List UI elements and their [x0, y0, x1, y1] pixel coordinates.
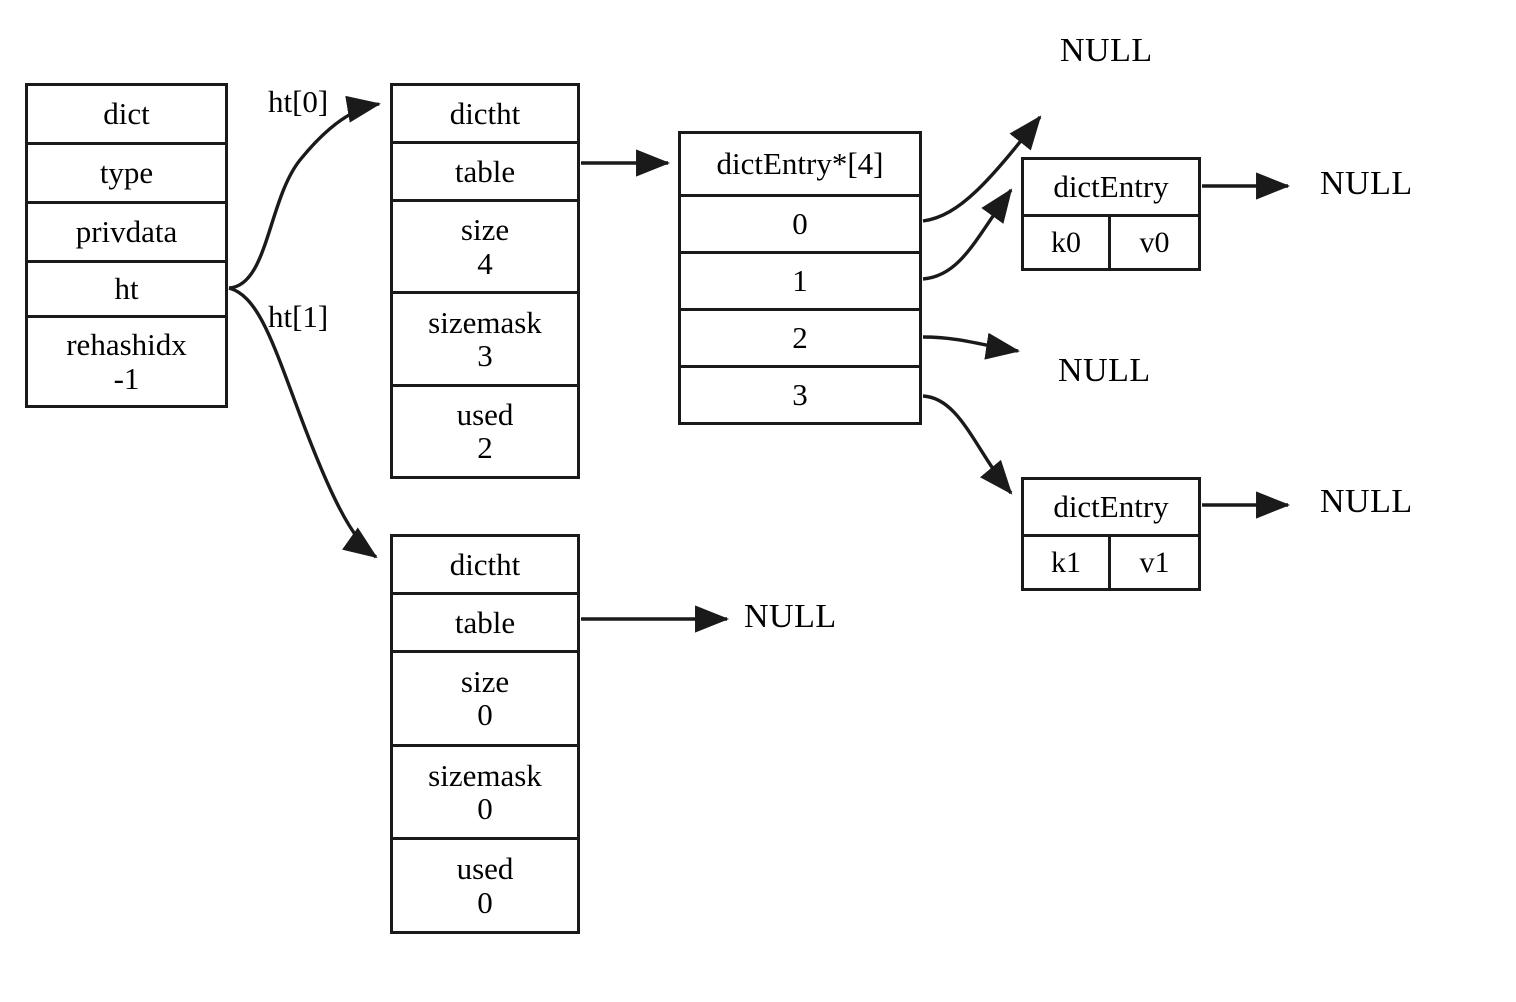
- dict-entry-0-header: dictEntry: [1024, 160, 1198, 217]
- dictht1-field-used: used 0: [393, 840, 577, 931]
- edge-ht0: [228, 95, 382, 290]
- dict-entry-1-kv-row: k1 v1: [1024, 537, 1198, 588]
- dictht0-field-sizemask: sizemask 3: [393, 294, 577, 387]
- dict-entry-1-value: v1: [1139, 545, 1170, 579]
- dictht0-field-used: used 2: [393, 387, 577, 476]
- null-label-dictht1-table: NULL: [744, 598, 837, 635]
- dict-entry-0-box: dictEntry k0 v0: [1021, 157, 1201, 271]
- edge-label-ht1: ht[1]: [268, 299, 329, 334]
- dictht0-field-size: size 4: [393, 202, 577, 295]
- bucket-slot-0-label: 0: [792, 206, 808, 242]
- edge-slot1-entry0: [922, 188, 1013, 281]
- dict-entry-0-key: k0: [1024, 217, 1111, 268]
- bucket-slot-3-label: 3: [792, 377, 808, 413]
- bucket-array-box: dictEntry*[4] 0 1 2 3: [678, 131, 922, 425]
- dict-entry-1-box: dictEntry k1 v1: [1021, 477, 1201, 591]
- dictht1-field-sizemask: sizemask 0: [393, 747, 577, 841]
- dictht0-field-table-label: table: [454, 153, 516, 189]
- bucket-slot-2-label: 2: [792, 320, 808, 356]
- bucket-array-header: dictEntry*[4]: [681, 134, 919, 197]
- dict-field-type: type: [28, 145, 225, 204]
- dictht1-box: dictht table size 0 sizemask 0 used 0: [390, 534, 580, 934]
- dictht0-field-used-value: 2: [477, 430, 493, 466]
- dict-struct-box: dict type privdata ht rehashidx -1: [25, 83, 228, 408]
- dictht0-field-table: table: [393, 144, 577, 202]
- dictht1-header: dictht: [393, 537, 577, 595]
- dict-entry-0-kv-row: k0 v0: [1024, 217, 1198, 268]
- dictht1-field-size: size 0: [393, 653, 577, 747]
- dictht0-field-size-label: size: [460, 212, 510, 248]
- dictht1-field-used-label: used: [456, 851, 514, 887]
- null-label-entry0-next: NULL: [1320, 165, 1413, 202]
- dictht1-header-label: dictht: [449, 546, 521, 582]
- null-label-entry1-next: NULL: [1320, 483, 1413, 520]
- dictht1-field-table-label: table: [454, 604, 516, 640]
- dict-header: dict: [28, 86, 225, 145]
- dict-entry-1-header: dictEntry: [1024, 480, 1198, 537]
- edge-slot3-entry1: [922, 394, 1013, 495]
- null-label-slot2: NULL: [1058, 352, 1151, 389]
- dict-entry-0-value: v0: [1139, 225, 1170, 259]
- dictht0-field-sizemask-label: sizemask: [428, 304, 542, 340]
- dictht1-field-sizemask-label: sizemask: [428, 757, 542, 793]
- dictht0-field-size-value: 4: [477, 245, 493, 281]
- dict-field-rehashidx-value: -1: [113, 360, 140, 396]
- dictht1-field-sizemask-value: 0: [477, 791, 493, 826]
- edge-label-ht0: ht[0]: [268, 84, 329, 119]
- dict-field-privdata: privdata: [28, 204, 225, 263]
- bucket-slot-3: 3: [681, 368, 919, 422]
- bucket-slot-0: 0: [681, 197, 919, 254]
- dict-entry-1-key: k1: [1024, 537, 1111, 588]
- dictht0-header: dictht: [393, 86, 577, 144]
- dictht0-header-label: dictht: [449, 95, 521, 131]
- bucket-array-header-label: dictEntry*[4]: [716, 146, 884, 182]
- dictht1-field-used-value: 0: [477, 884, 493, 920]
- dict-field-rehashidx-label: rehashidx: [66, 327, 187, 363]
- dict-field-type-label: type: [99, 155, 154, 191]
- bucket-slot-1: 1: [681, 254, 919, 311]
- dictht1-field-size-label: size: [460, 663, 510, 699]
- bucket-slot-2: 2: [681, 311, 919, 368]
- dictht1-field-size-value: 0: [477, 697, 493, 733]
- dict-field-ht-label: ht: [114, 271, 139, 307]
- dictht0-field-sizemask-value: 3: [477, 337, 493, 373]
- dictht0-field-used-label: used: [456, 396, 514, 432]
- dictht1-field-table: table: [393, 595, 577, 653]
- dict-field-privdata-label: privdata: [75, 214, 178, 250]
- null-label-slot0: NULL: [1060, 32, 1153, 69]
- bucket-slot-1-label: 1: [792, 263, 808, 299]
- dict-field-rehashidx: rehashidx -1: [28, 318, 225, 405]
- dict-field-ht: ht: [28, 263, 225, 318]
- edge-slot2-null: [922, 332, 1021, 360]
- dict-header-label: dict: [103, 96, 150, 132]
- dictht0-box: dictht table size 4 sizemask 3 used 2: [390, 83, 580, 479]
